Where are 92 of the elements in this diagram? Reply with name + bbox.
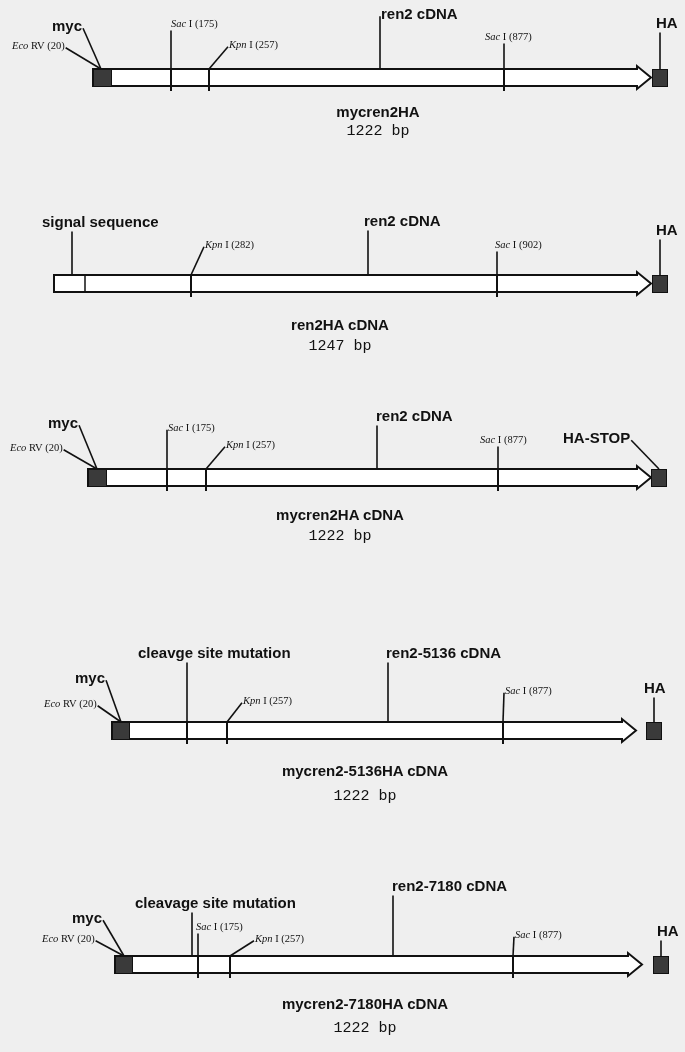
restriction-site-label: Kpn I (257) <box>229 39 278 51</box>
restriction-site-label: Sac I (902) <box>495 239 542 251</box>
leader-line <box>186 661 188 723</box>
restriction-site-label: Kpn I (257) <box>226 439 275 451</box>
leader-line <box>170 29 172 70</box>
construct-length: 1222 bp <box>333 1020 397 1037</box>
leader-line <box>653 696 655 723</box>
leader-line <box>660 939 662 957</box>
cdna-arrow <box>88 466 651 489</box>
cdna-arrow <box>115 953 642 976</box>
leader-line <box>82 27 102 70</box>
feature-label: ren2 cDNA <box>381 6 458 23</box>
feature-label: HA <box>656 222 678 239</box>
leader-line <box>62 448 98 470</box>
leader-line <box>630 439 660 470</box>
leader-line <box>190 245 205 276</box>
leader-line <box>105 679 122 723</box>
leader-line <box>512 935 515 957</box>
construct-name: mycren2-7180HA cDNA <box>281 995 449 1012</box>
feature-label: myc <box>72 910 103 927</box>
leader-line <box>496 250 498 276</box>
leader-line <box>229 939 255 957</box>
leader-line <box>392 894 394 957</box>
feature-label: HA <box>657 923 679 940</box>
leader-line <box>387 661 389 723</box>
restriction-site-label: Sac I (175) <box>168 422 215 434</box>
tag-box <box>651 469 667 487</box>
restriction-site-label: Kpn I (282) <box>205 239 254 251</box>
restriction-site-label: Sac I (877) <box>480 434 527 446</box>
tag-box <box>93 69 112 87</box>
restriction-site-label: Eco RV (20) <box>44 698 97 710</box>
construct-name: mycren2-5136HA cDNA <box>281 762 449 779</box>
leader-line <box>367 229 369 276</box>
restriction-site-label: Kpn I (257) <box>255 933 304 945</box>
restriction-site-label: Sac I (877) <box>485 31 532 43</box>
leader-line <box>64 46 102 70</box>
tag-box <box>653 956 669 974</box>
leader-line <box>659 31 661 70</box>
tag-box <box>112 722 130 740</box>
leader-line <box>191 911 193 957</box>
construct-name: mycren2HA <box>336 103 420 120</box>
construct-length: 1247 bp <box>308 338 372 355</box>
construct-length: 1222 bp <box>333 788 397 805</box>
restriction-site-label: Sac I (175) <box>171 18 218 30</box>
feature-label: myc <box>75 670 106 687</box>
feature-label: myc <box>48 415 79 432</box>
cdna-arrow <box>93 66 651 89</box>
tag-box <box>652 69 668 87</box>
restriction-site-label: Eco RV (20) <box>10 442 63 454</box>
leader-line <box>205 445 226 470</box>
leader-line <box>197 932 199 957</box>
leader-line <box>497 445 499 470</box>
restriction-site-label: Kpn I (257) <box>243 695 292 707</box>
feature-label: myc <box>52 18 83 35</box>
restriction-site-label: Sac I (175) <box>196 921 243 933</box>
leader-line <box>208 45 229 70</box>
cdna-arrow <box>112 719 636 742</box>
restriction-site-label: Sac I (877) <box>505 685 552 697</box>
leader-line <box>659 238 661 276</box>
leader-line <box>376 424 378 470</box>
restriction-site-label: Sac I (877) <box>515 929 562 941</box>
leader-line <box>78 424 98 470</box>
leader-line <box>502 691 505 723</box>
feature-label: cleavage site mutation <box>135 895 296 912</box>
feature-label: signal sequence <box>42 214 159 231</box>
restriction-site-label: Eco RV (20) <box>12 40 65 52</box>
leader-line <box>379 15 381 70</box>
feature-label: ren2 cDNA <box>376 408 453 425</box>
leader-line <box>226 701 243 723</box>
construct-name: mycren2HA cDNA <box>276 506 404 523</box>
tag-box <box>652 275 668 293</box>
leader-line <box>102 919 125 957</box>
leader-line <box>166 428 168 470</box>
tag-box <box>115 956 133 974</box>
leader-line <box>96 704 122 723</box>
leader-line <box>94 939 125 957</box>
feature-label: ren2-5136 cDNA <box>386 645 502 662</box>
tag-box <box>646 722 662 740</box>
tag-box <box>88 469 107 487</box>
leader-line <box>503 42 505 70</box>
leader-line <box>71 230 73 276</box>
restriction-site-label: Eco RV (20) <box>42 933 95 945</box>
feature-label: HA <box>644 680 666 697</box>
construct-length: 1222 bp <box>308 528 372 545</box>
cdna-arrow <box>54 272 651 295</box>
feature-label: HA-STOP <box>563 430 631 447</box>
feature-label: ren2-7180 cDNA <box>392 878 508 895</box>
feature-label: ren2 cDNA <box>364 213 441 230</box>
feature-label: cleavge site mutation <box>138 645 291 662</box>
construct-name: ren2HA cDNA <box>291 316 389 333</box>
feature-label: HA <box>656 15 678 32</box>
construct-length: 1222 bp <box>346 123 410 140</box>
